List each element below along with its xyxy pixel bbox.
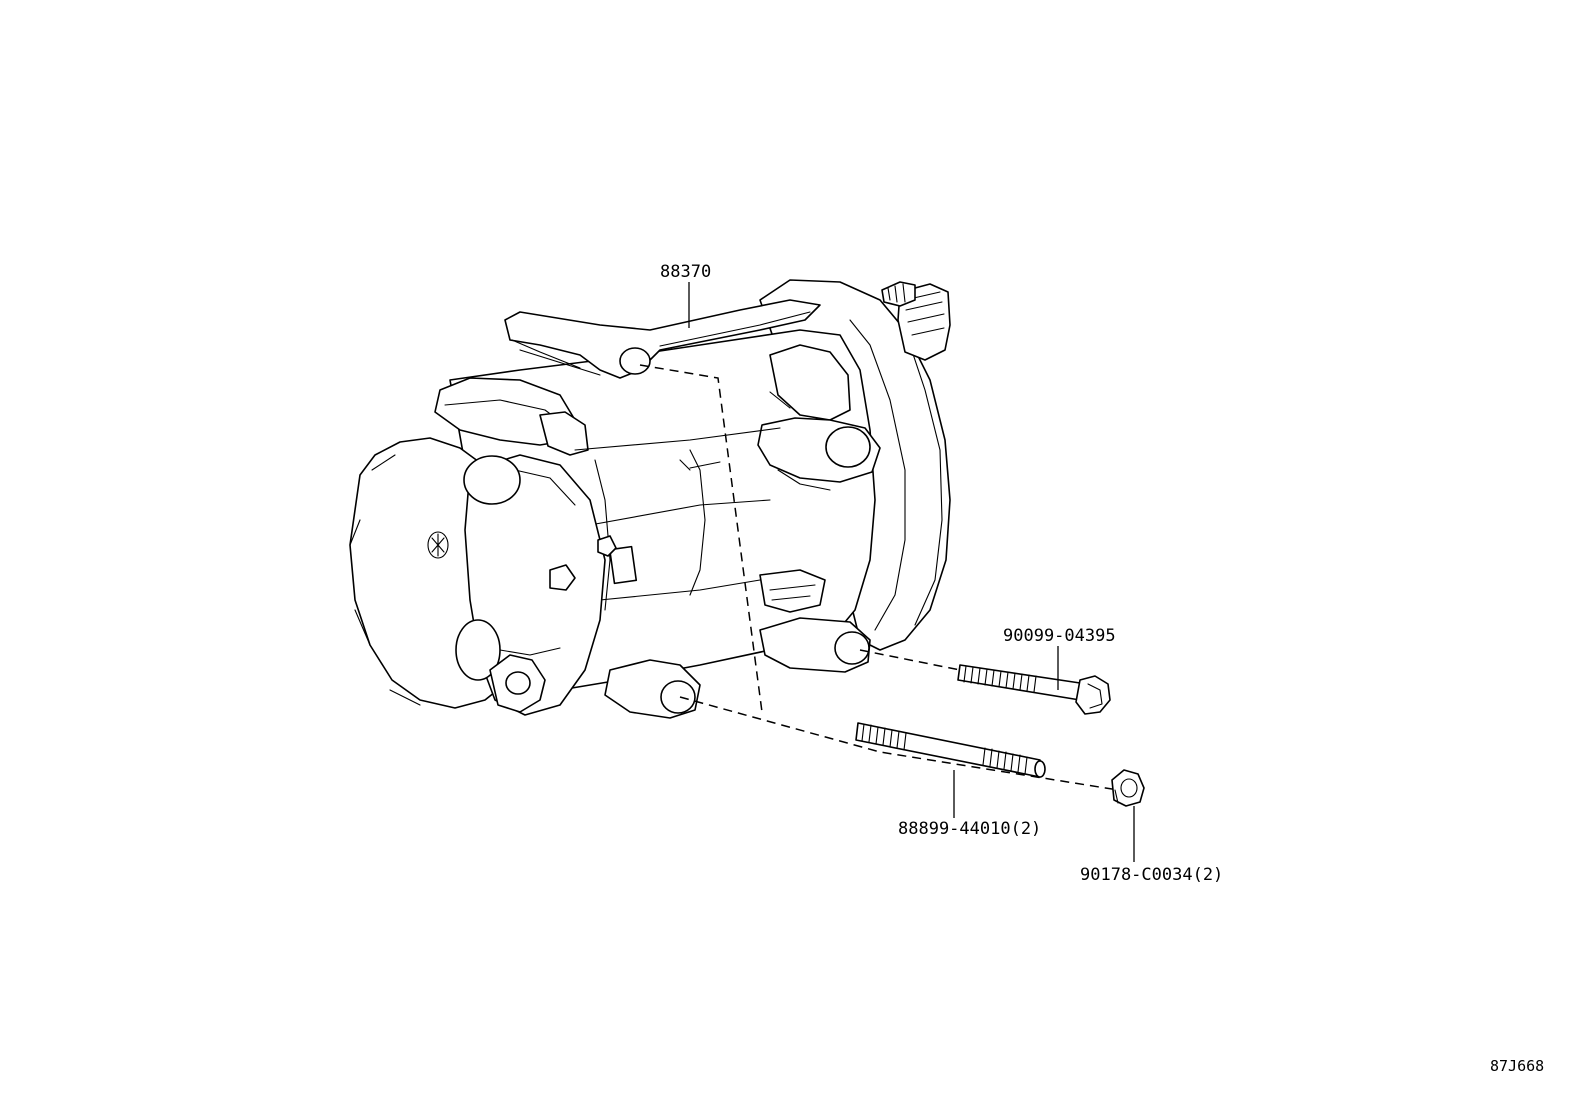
brand-emblem-icon — [427, 531, 449, 559]
top-rail — [504, 299, 821, 379]
part-label-stud[interactable]: 88899-44010(2) — [898, 819, 1041, 839]
part-label-bolt[interactable]: 90099-04395 — [1003, 626, 1116, 646]
connector — [881, 281, 951, 361]
diagram-reference-code: 87J668 — [1490, 1057, 1544, 1075]
nut-90178-C0034 — [1111, 769, 1145, 807]
leader-lines — [688, 282, 1135, 862]
bolt-90099-04395 — [957, 664, 1111, 715]
part-label-compressor[interactable]: 88370 — [660, 262, 711, 282]
part-label-nut[interactable]: 90178-C0034(2) — [1080, 865, 1223, 885]
compressor-illustration — [349, 279, 951, 719]
stud-88899-44010 — [855, 722, 1046, 778]
